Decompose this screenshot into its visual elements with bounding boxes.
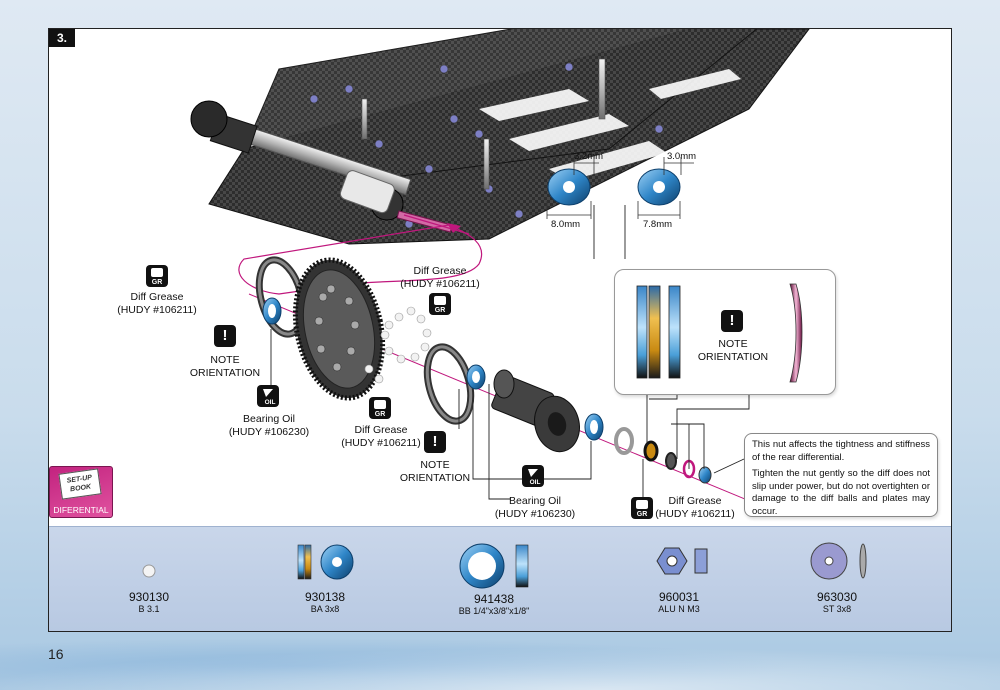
chassis-plates <box>190 29 810 245</box>
grease-label-left: Diff Grease(HUDY #106211) <box>117 291 197 316</box>
setup-book-label: DIFERENTIAL <box>53 505 109 515</box>
grease-icon: GR <box>429 293 451 315</box>
ball-bearing-icon <box>459 543 529 589</box>
washer-dimension-2 <box>637 157 694 219</box>
oil-label-left: Bearing Oil(HUDY #106230) <box>228 413 310 438</box>
washer-icon <box>810 542 867 580</box>
instruction-frame: 3. <box>48 28 952 632</box>
step-number: 3. <box>49 29 75 47</box>
grease-label-right: Diff Grease(HUDY #106211) <box>655 495 735 520</box>
washer-dimension-1 <box>546 157 599 219</box>
svg-text:GR: GR <box>152 279 163 286</box>
page-number: 16 <box>48 646 64 662</box>
part-item: 930130 B 3.1 <box>89 541 209 614</box>
svg-text:GR: GR <box>435 307 446 314</box>
setup-book-icon: SET-UP BOOK <box>58 468 102 500</box>
dim-washer1-thickness: 3.2mm <box>574 151 604 162</box>
nut-icon <box>656 547 708 575</box>
exclamation-icon: ! <box>424 431 446 453</box>
ball-icon <box>142 564 156 578</box>
spur-gear <box>292 257 386 401</box>
oil-icon: OIL <box>522 465 544 487</box>
dim-washer2-diameter: 7.8mm <box>643 219 673 230</box>
grease-icon: GR <box>146 265 168 287</box>
svg-text:GR: GR <box>637 511 648 518</box>
thrust-bearing-icon <box>297 544 354 580</box>
dim-washer2-thickness: 3.0mm <box>667 151 697 162</box>
diff-hub <box>491 369 580 453</box>
grease-icon: GR <box>631 497 653 519</box>
nut-tightness-note: This nut affects the tightness and stiff… <box>744 433 938 517</box>
svg-text:OIL: OIL <box>265 399 276 406</box>
exclamation-icon: ! <box>721 310 743 332</box>
grease-label-mid: Diff Grease(HUDY #106211) <box>341 424 421 449</box>
oil-icon: OIL <box>257 385 279 407</box>
part-item: 930138 BA 3x8 <box>265 541 385 614</box>
diff-balls <box>364 306 432 384</box>
assembly-illustration <box>190 29 810 510</box>
oil-label-mid: Bearing Oil(HUDY #106230) <box>494 495 576 520</box>
exclamation-icon: ! <box>214 325 236 347</box>
dim-washer1-diameter: 8.0mm <box>551 219 581 230</box>
svg-text:OIL: OIL <box>530 479 541 486</box>
part-item: 963030 ST 3x8 <box>777 541 897 614</box>
part-item: 960031 ALU N M3 <box>619 541 739 614</box>
grease-label-top: Diff Grease(HUDY #106211) <box>400 265 480 290</box>
part-item: 941438 BB 1/4"x3/8"x1/8" <box>434 541 554 616</box>
grease-icon: GR <box>369 397 391 419</box>
parts-list: 930130 B 3.1 930138 BA 3x8 941438 BB 1/4… <box>49 526 951 631</box>
setup-book-badge: SET-UP BOOK DIFERENTIAL <box>49 466 113 518</box>
magenta-guide-line <box>238 214 483 295</box>
svg-text:GR: GR <box>375 411 386 418</box>
